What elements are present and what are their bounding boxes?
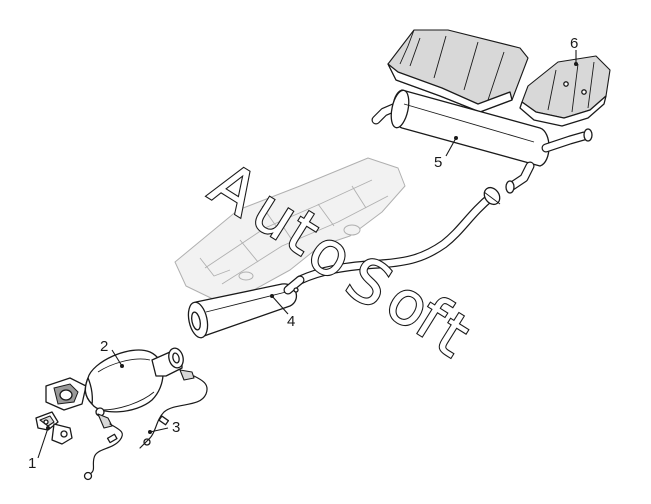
leader-3 — [149, 427, 169, 433]
callout-numbers: 1 2 3 4 5 6 — [28, 35, 578, 472]
callout-leaders — [37, 50, 578, 459]
leader-dot-5 — [454, 136, 458, 140]
leader-4 — [271, 295, 289, 315]
part-6-rear-heat-shields — [387, 29, 611, 127]
callout-5: 5 — [434, 154, 442, 171]
leader-dot-3 — [148, 430, 152, 434]
leader-dot-6 — [574, 62, 578, 66]
leader-5 — [445, 137, 457, 157]
leader-1 — [37, 427, 49, 459]
leader-2 — [111, 349, 123, 367]
part-2-catalytic-converter — [45, 347, 184, 417]
part-5-rear-silencer — [371, 89, 593, 194]
leader-dot-1 — [46, 426, 50, 430]
part-4-front-silencer — [187, 275, 305, 339]
callout-1: 1 — [28, 455, 36, 472]
callout-3: 3 — [172, 419, 180, 436]
part-3-sensors-wiring — [83, 369, 208, 481]
mid-pipe — [295, 186, 501, 285]
callout-2: 2 — [100, 338, 108, 355]
leader-dot-4 — [270, 294, 274, 298]
underbody-ghost-shield — [174, 157, 406, 301]
part-1-clamp — [35, 411, 73, 445]
callout-6: 6 — [570, 35, 578, 52]
leader-dot-2 — [120, 364, 124, 368]
callout-4: 4 — [287, 313, 295, 330]
